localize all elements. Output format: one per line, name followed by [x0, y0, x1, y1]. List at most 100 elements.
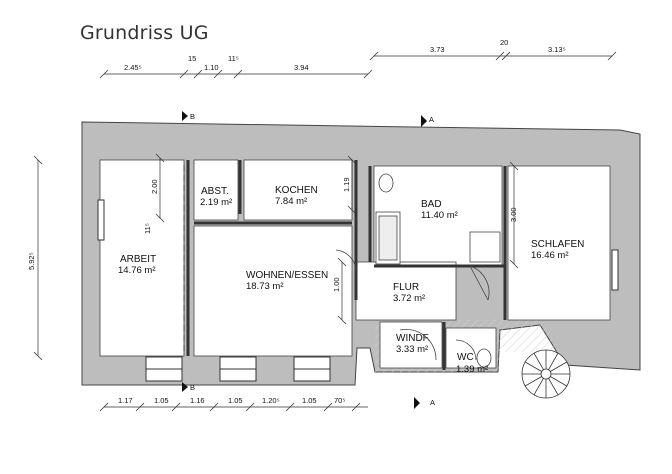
floor-kochen [243, 159, 353, 221]
section-a-top-label: A [429, 115, 434, 124]
dim-top-1: 2.45⁵ [124, 63, 142, 72]
dimension-tick [351, 402, 361, 412]
room-bad-name: BAD [421, 199, 442, 210]
dim-top-6: 3.73 [430, 45, 445, 54]
dimension-tick [501, 51, 511, 61]
dim-bottom-7: 70⁵ [334, 396, 345, 405]
windows [97, 199, 619, 382]
dim-kochen-side: 1.19 [342, 177, 351, 192]
dimension-tick [193, 69, 203, 79]
section-b-top-icon [182, 111, 188, 121]
dimension-tick [171, 402, 181, 412]
dimension-tick [135, 402, 145, 412]
section-a-top-icon [421, 115, 427, 127]
room-flur-name: FLUR [393, 282, 419, 293]
room-wohnen-name: WOHNEN/ESSEN [246, 270, 328, 281]
dimension-ticks [33, 51, 617, 412]
dimension-tick [369, 51, 379, 61]
dimension-tick [233, 69, 243, 79]
stair-step [550, 361, 567, 372]
bottom-dimensions: 1.17 1.05 1.16 1.05 1.20⁵ 1.05 70⁵ [118, 396, 345, 405]
room-windf-name: WINDF. [396, 333, 430, 344]
dim-bottom-5: 1.20⁵ [262, 396, 280, 405]
dimension-tick [495, 51, 505, 61]
section-markers: B B A A [182, 111, 435, 409]
dimension-tick [347, 155, 357, 165]
stair-step [533, 353, 544, 370]
top-dimensions: 2.45⁵ 15 1.10 11⁵ 3.94 3.73 20 3.13⁵ [124, 38, 566, 72]
room-arbeit-area: 14.76 m² [118, 265, 156, 276]
floor-wohnen [193, 225, 353, 357]
dimension-tick [213, 69, 223, 79]
stair-step [525, 361, 542, 372]
dim-top-3: 1.10 [204, 63, 219, 72]
dimension-tick [363, 69, 373, 79]
dimension-tick [323, 402, 333, 412]
dim-bottom-1: 1.17 [118, 396, 133, 405]
dimension-tick [155, 153, 165, 163]
plan-title: Grundriss UG [80, 22, 209, 44]
floor-schlafen [507, 165, 611, 321]
dimension-tick [347, 205, 357, 215]
floor-arbeit [99, 159, 185, 357]
dim-top-4: 11⁵ [228, 54, 239, 63]
dimension-tick [337, 257, 347, 267]
dim-bottom-6: 1.05 [302, 396, 317, 405]
dim-bottom-3: 1.16 [190, 396, 205, 405]
dimension-tick [509, 259, 519, 269]
dimension-tick [285, 402, 295, 412]
room-labels: ABST. 2.19 m² KOCHEN 7.84 m² BAD 11.40 m… [118, 185, 584, 375]
room-abst-name: ABST. [201, 186, 229, 197]
stair-step [525, 376, 542, 387]
dim-bottom-2: 1.05 [154, 396, 169, 405]
room-arbeit-name: ARBEIT [120, 254, 156, 265]
room-kochen-name: KOCHEN [275, 185, 318, 196]
dim-bad-side: 3.00 [509, 207, 518, 222]
dim-top-5: 3.94 [294, 63, 309, 72]
stair-step [550, 376, 567, 387]
dimension-tick [99, 69, 109, 79]
room-schlafen-area: 16.46 m² [531, 250, 569, 261]
dim-bottom-4: 1.05 [228, 396, 243, 405]
dimension-tick [509, 161, 519, 171]
room-flur-area: 3.72 m² [393, 293, 425, 304]
room-bad-area: 11.40 m² [421, 210, 458, 221]
dim-arbeit-mid: 11⁵ [143, 223, 152, 234]
stair-step [533, 378, 544, 395]
dim-top-2: 15 [188, 54, 196, 63]
dimension-lines [37, 55, 612, 408]
stair-step [548, 353, 559, 370]
room-abst-area: 2.19 m² [200, 197, 232, 208]
room-windf-area: 3.33 m² [396, 344, 428, 355]
stair-step [548, 378, 559, 395]
room-schlafen-name: SCHLAFEN [531, 239, 584, 250]
dimension-tick [33, 351, 43, 361]
door-swings [335, 249, 490, 361]
dimension-tick [209, 402, 219, 412]
room-kochen-area: 7.84 m² [275, 196, 307, 207]
section-b-top-label: B [190, 112, 195, 121]
room-wc-area: 1.39 m² [456, 364, 488, 375]
dimension-tick [179, 69, 189, 79]
dim-top-8: 3.13⁵ [548, 45, 566, 54]
partition-walls [186, 160, 507, 370]
dimension-tick [155, 213, 165, 223]
dimension-tick [337, 315, 347, 325]
floor-abst [193, 159, 239, 221]
dim-wohnen-side: 1.00 [332, 277, 341, 292]
section-a-bottom-label: A [430, 398, 435, 407]
spiral-staircase [521, 349, 571, 399]
dimension-tick [99, 402, 109, 412]
dim-arbeit-top: 2.00 [150, 179, 159, 194]
section-a-bottom-icon [414, 397, 420, 409]
dim-left-total: 5.92⁵ [27, 252, 36, 270]
dimension-tick [607, 51, 617, 61]
room-wc-name: WC [457, 352, 474, 363]
section-b-bottom-icon [182, 382, 188, 392]
section-b-bottom-label: B [190, 383, 195, 392]
dim-top-7: 20 [500, 38, 508, 47]
dimension-tick [245, 402, 255, 412]
room-wohnen-area: 18.73 m² [246, 281, 284, 292]
